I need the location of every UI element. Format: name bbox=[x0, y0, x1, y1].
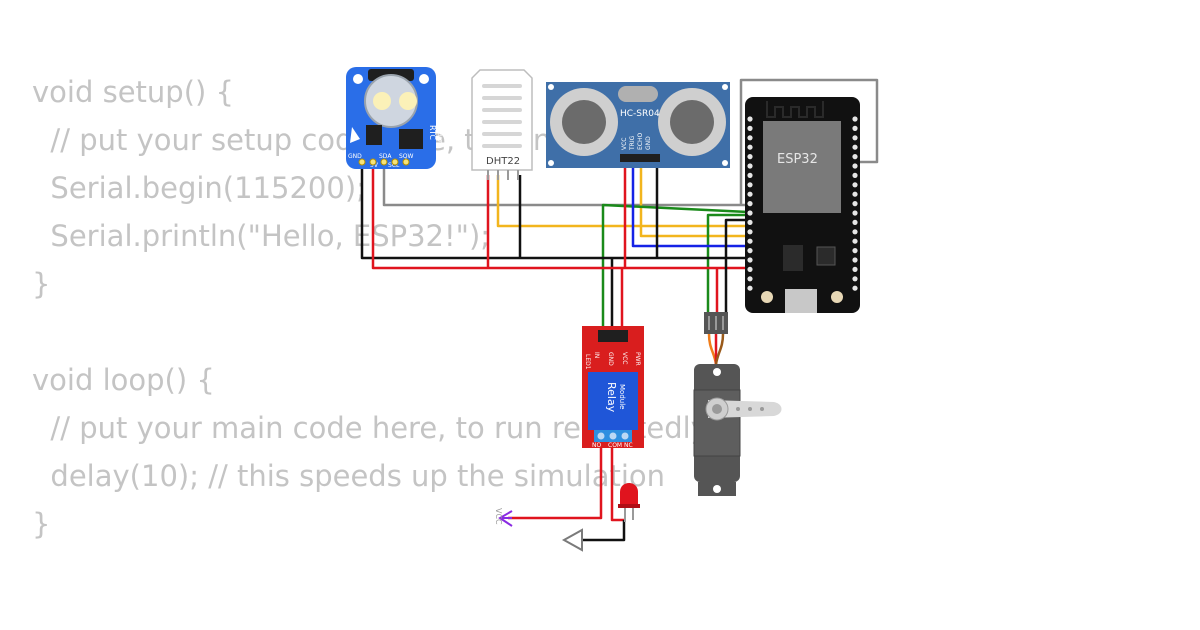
esp32-pin[interactable] bbox=[747, 172, 753, 178]
hcsr04-pin-trig: TRIG bbox=[629, 135, 636, 151]
esp32-pin[interactable] bbox=[852, 163, 858, 169]
hcsr04-pin-echo: ECHO bbox=[637, 133, 644, 150]
rtc-pin-sda: SDA bbox=[379, 153, 392, 160]
wire-yellow[interactable] bbox=[496, 175, 748, 228]
esp32-pin[interactable] bbox=[852, 219, 858, 225]
esp32-pin[interactable] bbox=[747, 163, 753, 169]
wire-esp32-loop[interactable] bbox=[739, 78, 879, 205]
relay-label: Relay bbox=[605, 382, 618, 413]
esp32-pin[interactable] bbox=[747, 116, 753, 122]
wire-black-servo[interactable] bbox=[724, 218, 748, 312]
esp32-pin[interactable] bbox=[747, 191, 753, 197]
rtc-pin-scl: SCL bbox=[388, 162, 400, 169]
ground-symbol[interactable] bbox=[561, 528, 583, 552]
rtc-pin-sqw: SQW bbox=[399, 153, 414, 160]
esp32-pin[interactable] bbox=[747, 219, 753, 225]
esp32-pin[interactable] bbox=[852, 125, 858, 131]
wire-yellow-sonar[interactable] bbox=[639, 162, 748, 238]
wire-blue-echo[interactable] bbox=[631, 162, 748, 248]
esp32-pin[interactable] bbox=[852, 201, 858, 207]
esp32-label: ESP32 bbox=[777, 152, 818, 167]
code-line: void loop() { bbox=[32, 363, 215, 397]
relay-pin-gnd: GND bbox=[607, 352, 614, 366]
esp32-pin[interactable] bbox=[747, 285, 753, 291]
vcc-symbol[interactable]: VCC bbox=[494, 508, 513, 527]
esp32-pin[interactable] bbox=[747, 276, 753, 282]
esp32-pin[interactable] bbox=[852, 182, 858, 188]
adafruit-logo-icon bbox=[350, 127, 360, 143]
esp32-pin[interactable] bbox=[747, 257, 753, 263]
code-line: Serial.println("Hello, ESP32!"); bbox=[32, 219, 491, 253]
hcsr04-pin-gnd: GND bbox=[645, 136, 652, 150]
esp32-pin[interactable] bbox=[852, 154, 858, 160]
esp32-pin[interactable] bbox=[747, 266, 753, 272]
esp32-pin[interactable] bbox=[852, 285, 858, 291]
hc-sr04-sensor[interactable]: HC-SR04 VCC TRIG ECHO GND bbox=[546, 82, 730, 168]
wire-relay-com-led[interactable] bbox=[610, 438, 626, 522]
esp32-pin[interactable] bbox=[852, 238, 858, 244]
esp32-pin[interactable] bbox=[852, 172, 858, 178]
esp32-pin[interactable] bbox=[747, 135, 753, 141]
code-line: void setup() { bbox=[32, 75, 234, 109]
hc-sr04-label: HC-SR04 bbox=[620, 109, 660, 119]
rtc-chip-label: DS1307 bbox=[436, 123, 442, 143]
code-line: } bbox=[32, 267, 51, 301]
wires bbox=[360, 78, 879, 542]
dht22-sensor[interactable]: DHT22 bbox=[471, 69, 533, 180]
esp32-pin[interactable] bbox=[747, 201, 753, 207]
esp32-pin[interactable] bbox=[747, 182, 753, 188]
esp32-pin[interactable] bbox=[747, 248, 753, 254]
relay-pwr-label: PWR bbox=[634, 352, 641, 366]
esp32-pin[interactable] bbox=[852, 248, 858, 254]
rtc-pin-5v: 5V bbox=[370, 162, 379, 169]
esp32-pin[interactable] bbox=[747, 229, 753, 235]
red-led[interactable] bbox=[618, 483, 640, 522]
esp32-pin[interactable] bbox=[747, 144, 753, 150]
wire-led-gnd[interactable] bbox=[582, 520, 626, 542]
esp32-pin[interactable] bbox=[747, 154, 753, 160]
wire-red-vcc[interactable] bbox=[371, 162, 748, 270]
wire-green-relay[interactable] bbox=[601, 203, 749, 330]
vcc-label: VCC bbox=[494, 508, 503, 525]
relay-module[interactable]: IN GND VCC LED1 PWR Relay Module NO COM … bbox=[582, 326, 644, 449]
esp32-pin[interactable] bbox=[852, 191, 858, 197]
esp32-pin[interactable] bbox=[852, 210, 858, 216]
esp32-pins-left bbox=[747, 116, 753, 291]
esp32-pin[interactable] bbox=[747, 210, 753, 216]
esp32-pin[interactable] bbox=[852, 116, 858, 122]
rtc-module[interactable]: RTC DS1307 GND 5V SDA SCL SQW bbox=[346, 67, 442, 169]
dht22-label: DHT22 bbox=[486, 156, 520, 167]
code-line: // put your main code here, to run repea… bbox=[32, 411, 716, 445]
relay-pin-com: COM bbox=[608, 442, 622, 449]
esp32-pin[interactable] bbox=[747, 125, 753, 131]
code-line: delay(10); // this speeds up the simulat… bbox=[32, 459, 666, 493]
relay-sublabel: Module bbox=[618, 384, 626, 409]
wire-relay-no-vcc[interactable] bbox=[508, 438, 603, 520]
relay-pin-in: IN bbox=[593, 352, 600, 358]
esp32-board[interactable]: ESP32 bbox=[745, 97, 860, 313]
esp32-pin[interactable] bbox=[852, 266, 858, 272]
esp32-pin[interactable] bbox=[852, 229, 858, 235]
hcsr04-pin-vcc: VCC bbox=[621, 138, 628, 150]
servo-motor[interactable] bbox=[693, 312, 782, 496]
relay-pin-no: NO bbox=[592, 442, 601, 449]
code-line: Serial.begin(115200); bbox=[32, 171, 366, 205]
wire-black-gnd[interactable] bbox=[360, 162, 748, 260]
relay-led1-label: LED1 bbox=[584, 354, 591, 370]
esp32-pins-right bbox=[852, 116, 858, 291]
esp32-pin[interactable] bbox=[852, 276, 858, 282]
wire-dht-data[interactable] bbox=[382, 162, 748, 207]
esp32-pin[interactable] bbox=[852, 257, 858, 263]
rtc-label: RTC bbox=[428, 125, 437, 140]
esp32-pin[interactable] bbox=[852, 144, 858, 150]
relay-pin-vcc: VCC bbox=[621, 352, 628, 364]
code-line: } bbox=[32, 507, 51, 541]
rtc-pin-gnd: GND bbox=[348, 153, 362, 160]
relay-pin-nc: NC bbox=[624, 442, 633, 449]
wire-green-servo[interactable] bbox=[706, 213, 748, 312]
esp32-pin[interactable] bbox=[747, 238, 753, 244]
esp32-pin[interactable] bbox=[852, 135, 858, 141]
